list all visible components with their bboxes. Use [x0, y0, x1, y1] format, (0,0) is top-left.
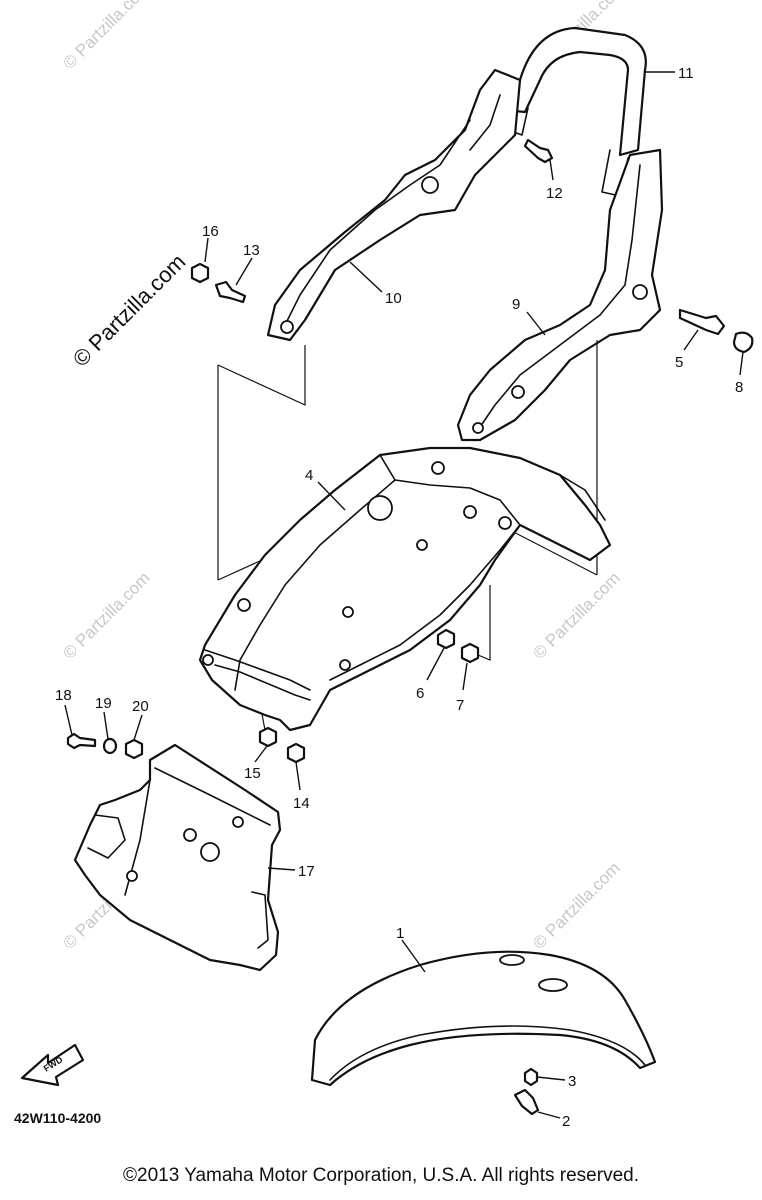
part-9-hole-bottom [472, 422, 484, 434]
part-4-hole-4 [498, 516, 512, 530]
part-5-bolt [678, 308, 726, 336]
callout-3: 3 [568, 1073, 576, 1090]
watermark-mid-left: © Partzilla.com [59, 568, 153, 662]
callout-13: 13 [243, 242, 260, 259]
part-17-hole-4 [232, 816, 244, 828]
callout-1: 1 [396, 925, 404, 942]
callout-16: 16 [202, 223, 219, 240]
part-1-hole-2 [538, 978, 568, 992]
callout-4: 4 [305, 467, 313, 484]
part-3-nut [523, 1067, 539, 1087]
part-9-hole-mid [511, 385, 525, 399]
callout-9: 9 [512, 296, 520, 313]
copyright-notice: ©2013 Yamaha Motor Corporation, U.S.A. A… [123, 1165, 639, 1186]
part-14-nut [286, 742, 306, 764]
part-17-inner-fender [73, 743, 282, 972]
watermark-top: © Partzilla.com [59, 0, 153, 73]
callout-15: 15 [244, 765, 261, 782]
part-10-hole-bottom [280, 320, 294, 334]
part-4-hole-8 [202, 654, 214, 666]
part-18-bolt [66, 732, 97, 750]
part-4-hole-1 [367, 495, 393, 521]
watermark-main: © Partzilla.com [68, 249, 191, 372]
part-17-hole-2 [200, 842, 220, 862]
part-17-hole-1 [183, 828, 197, 842]
part-10-hole-top [421, 176, 439, 194]
part-12-bolt [523, 138, 554, 164]
part-2-bolt [513, 1088, 540, 1116]
part-4-hole-7 [237, 598, 251, 612]
callout-18: 18 [55, 687, 72, 704]
callout-8: 8 [735, 379, 743, 396]
part-1-hole-1 [499, 954, 525, 966]
part-4-rear-fender [198, 446, 612, 732]
part-9-stay-right [456, 148, 664, 442]
part-1-front-fender [310, 950, 657, 1087]
callout-7: 7 [456, 697, 464, 714]
callout-10: 10 [385, 290, 402, 307]
part-4-hole-3 [463, 505, 477, 519]
callout-6: 6 [416, 685, 424, 702]
part-19-washer [102, 737, 118, 755]
watermark-lower-right: © Partzilla.com [529, 858, 623, 952]
callout-labels: 11 12 16 13 10 9 5 8 4 6 7 18 19 20 15 1… [55, 65, 743, 1130]
part-10-stay-left [266, 68, 522, 342]
callout-11: 11 [678, 65, 694, 82]
callout-20: 20 [132, 698, 149, 715]
callout-12: 12 [546, 185, 563, 202]
part-15-nut [258, 726, 278, 748]
callout-14: 14 [293, 795, 310, 812]
part-4-hole-2 [431, 461, 445, 475]
part-6-nut [436, 628, 456, 650]
part-4-hole-9 [339, 659, 351, 671]
part-16-nut [190, 262, 210, 284]
diagram-code: 42W110-4200 [14, 1110, 101, 1126]
part-20-nut [124, 738, 144, 760]
part-9-hole-top [632, 284, 648, 300]
callout-19: 19 [95, 695, 112, 712]
callout-17: 17 [298, 863, 315, 880]
part-13-bolt [214, 280, 247, 304]
part-8-cap-nut [732, 331, 754, 354]
callout-5: 5 [675, 354, 683, 371]
part-7-nut [460, 642, 480, 664]
part-17-hole-3 [126, 870, 138, 882]
part-4-hole-6 [342, 606, 354, 618]
leader-lines [64, 71, 744, 1119]
fwd-arrow-icon: FWD [20, 1043, 85, 1087]
part-4-hole-5 [416, 539, 428, 551]
callout-2: 2 [562, 1113, 570, 1130]
watermark-mid-right: © Partzilla.com [529, 568, 623, 662]
